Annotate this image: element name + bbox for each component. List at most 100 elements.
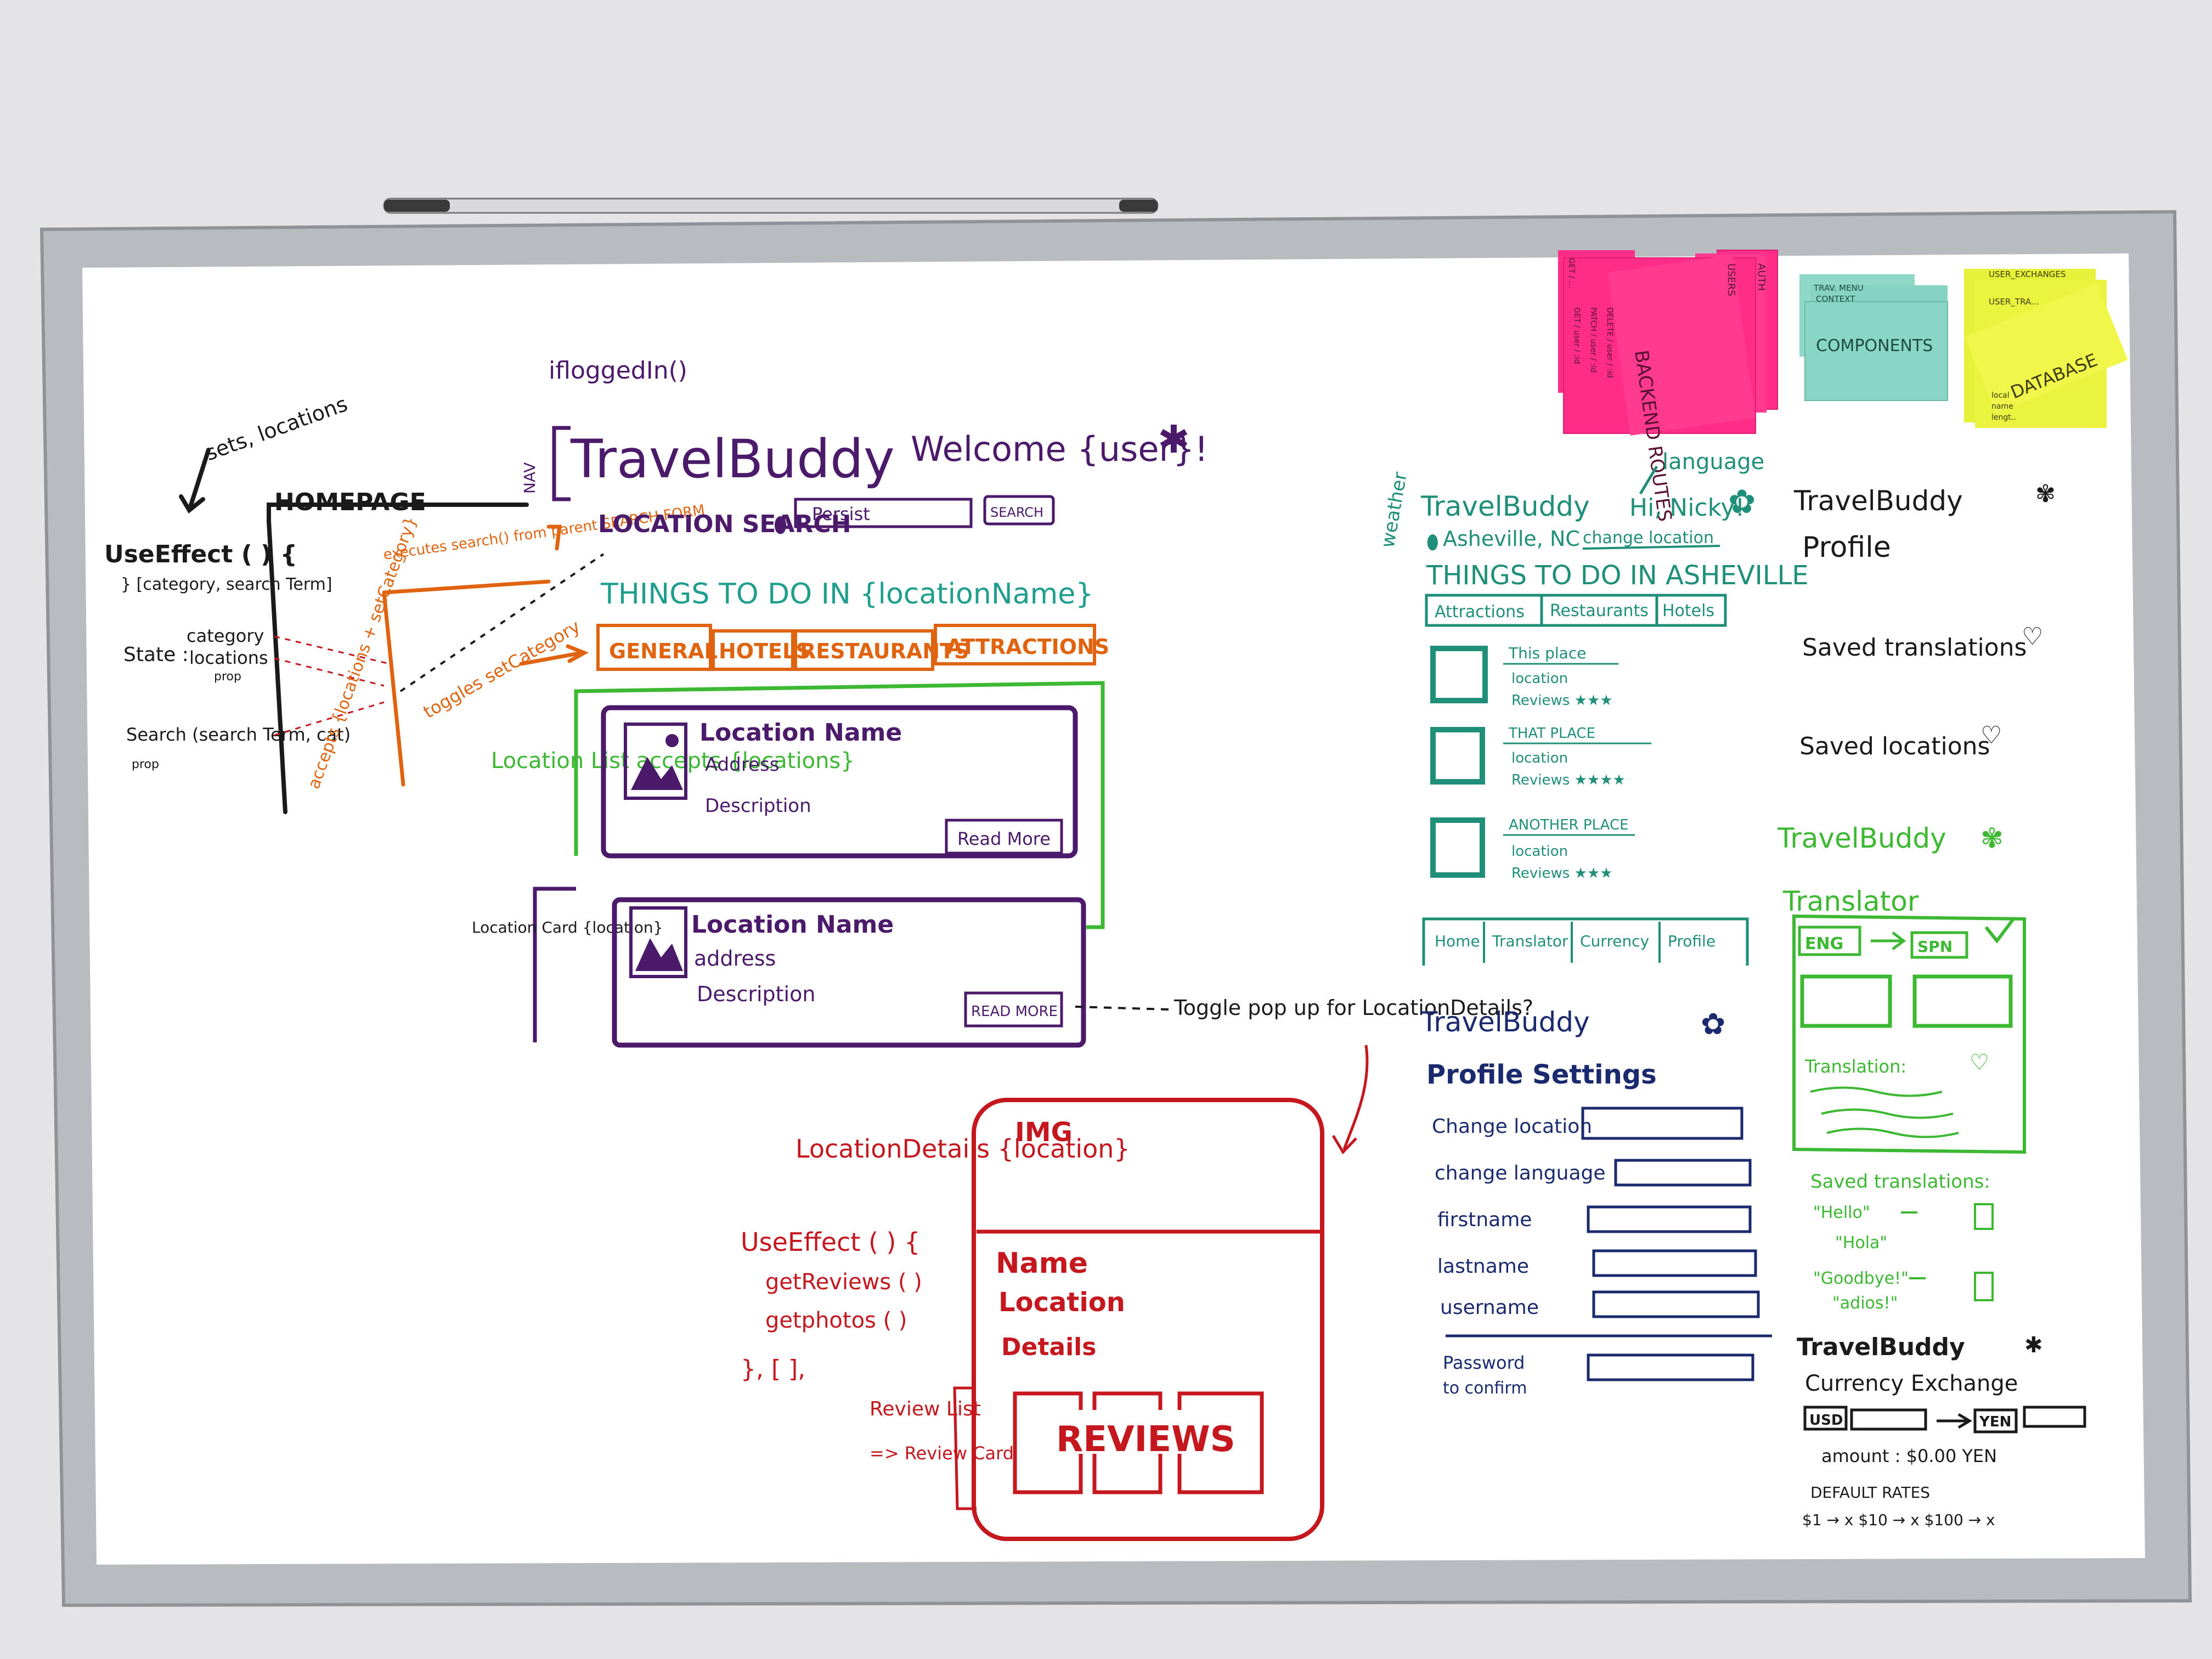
trash-icon[interactable] bbox=[1974, 1272, 1994, 1301]
nav-home[interactable]: Home bbox=[1435, 932, 1480, 950]
target-text-box[interactable] bbox=[1912, 974, 2013, 1028]
currency-amount: amount : $0.00 YEN bbox=[1821, 1446, 1997, 1466]
flower-icon: ✿ bbox=[1701, 1007, 1725, 1041]
location-card-2: Location Name address Description READ M… bbox=[612, 897, 1086, 1048]
backend-auth: AUTH bbox=[1756, 263, 1767, 291]
homepage-label: HOMEPAGE bbox=[274, 488, 426, 516]
profile-settings-wireframe: TravelBuddy ✿ Profile Settings Change lo… bbox=[1420, 1006, 1772, 1398]
state-prop: prop bbox=[214, 670, 241, 684]
field-label-username: username bbox=[1440, 1296, 1539, 1319]
location-list-container bbox=[574, 681, 1105, 929]
settings-title: Profile Settings bbox=[1426, 1059, 1657, 1090]
to-currency-select[interactable] bbox=[1973, 1408, 2018, 1434]
details-location: Location bbox=[998, 1287, 1125, 1318]
change-location-link[interactable]: change location bbox=[1583, 528, 1714, 548]
image-placeholder-icon bbox=[629, 906, 687, 978]
mobile-things-title: THINGS TO DO IN ASHEVILLE bbox=[1426, 560, 1809, 591]
card-2-read-more-label: READ MORE bbox=[971, 1003, 1058, 1020]
details-get-reviews: getReviews ( ) bbox=[765, 1269, 922, 1295]
search-prop: prop bbox=[132, 758, 159, 771]
use-effect-deps: } [category, search Term] bbox=[121, 575, 332, 594]
database-small-2: USER_TRA... bbox=[1989, 297, 2039, 307]
translation-label: Translation: bbox=[1804, 1056, 1906, 1077]
filter-hotels[interactable]: Hotels bbox=[1662, 601, 1714, 620]
password-label: Password bbox=[1443, 1352, 1525, 1373]
to-language-select[interactable] bbox=[1910, 931, 1968, 959]
details-get-photos: getphotos ( ) bbox=[765, 1308, 907, 1333]
place-2-location: location bbox=[1511, 750, 1568, 766]
search-input-box[interactable] bbox=[794, 498, 973, 528]
check-icon[interactable] bbox=[1984, 918, 2015, 944]
board-surface bbox=[82, 253, 2145, 1565]
card-1-read-more-button[interactable] bbox=[945, 819, 1063, 855]
toggle-note-line: Toggle pop up for LocationDetails? bbox=[1173, 996, 1533, 1020]
search-button[interactable] bbox=[983, 495, 1055, 526]
password-input[interactable] bbox=[1587, 1353, 1754, 1381]
trash-icon[interactable] bbox=[1974, 1203, 1994, 1230]
field-input-lastname[interactable] bbox=[1592, 1249, 1757, 1277]
asterisk-icon: ✱ bbox=[2024, 1333, 2043, 1358]
database-small-3: local bbox=[1991, 391, 2010, 400]
password-sublabel: to confirm bbox=[1443, 1379, 1527, 1398]
tab-hotels[interactable] bbox=[712, 629, 794, 671]
flower-icon: ✾ bbox=[1980, 822, 2004, 854]
profile-saved-locations[interactable]: Saved locations bbox=[1799, 732, 1990, 760]
swap-arrow-icon[interactable] bbox=[1871, 932, 1906, 950]
filter-restaurants[interactable]: Restaurants bbox=[1550, 601, 1649, 620]
from-currency-select[interactable] bbox=[1803, 1406, 1848, 1431]
nav-currency[interactable]: Currency bbox=[1580, 932, 1649, 950]
field-input-change-language[interactable] bbox=[1614, 1159, 1752, 1187]
source-text-box[interactable] bbox=[1800, 974, 1892, 1028]
field-label-change-location: Change location bbox=[1432, 1115, 1592, 1138]
search-button-label: SEARCH bbox=[990, 505, 1043, 520]
mountain-icon bbox=[635, 938, 683, 971]
place-1-reviews: Reviews ★★★ bbox=[1511, 692, 1613, 709]
to-amount-input[interactable] bbox=[2023, 1406, 2086, 1428]
heart-icon[interactable]: ♡ bbox=[1980, 721, 2002, 749]
card-1-name: Location Name bbox=[699, 719, 902, 747]
tab-attractions-label: ATTRACTIONS bbox=[946, 635, 1109, 659]
welcome-user: Welcome {user}! bbox=[911, 429, 1208, 469]
from-language-select[interactable] bbox=[1798, 926, 1861, 956]
nav-profile[interactable]: Profile bbox=[1668, 932, 1716, 950]
heart-icon[interactable]: ♡ bbox=[1970, 1050, 1989, 1075]
place-3-location: location bbox=[1511, 843, 1568, 860]
profile-saved-translations[interactable]: Saved translations bbox=[1802, 634, 2027, 662]
tab-general-label: GENERAL bbox=[609, 639, 718, 663]
location-search-label: LOCATION SEARCH bbox=[598, 510, 851, 538]
backend-line-3: DELETE / user / :id bbox=[1605, 307, 1614, 378]
review-list-label: Review List bbox=[870, 1398, 981, 1420]
toggle-arrow bbox=[1342, 1045, 1369, 1150]
profile-title: Profile bbox=[1802, 531, 1891, 564]
nav-translator[interactable]: Translator bbox=[1492, 932, 1568, 950]
field-input-username[interactable] bbox=[1592, 1290, 1760, 1318]
use-effect-black: UseEffect ( ) { bbox=[104, 540, 297, 568]
place-2-thumb bbox=[1430, 727, 1485, 785]
flower-icon: ✾ bbox=[2035, 480, 2056, 508]
translator-logo: TravelBuddy bbox=[1777, 822, 1946, 854]
tab-restaurants[interactable] bbox=[794, 629, 934, 671]
tab-general[interactable] bbox=[596, 624, 712, 671]
place-3-thumb bbox=[1430, 817, 1485, 878]
from-amount-input[interactable] bbox=[1850, 1408, 1927, 1431]
heart-icon[interactable]: ♡ bbox=[2022, 623, 2043, 651]
black-notes-lines bbox=[179, 448, 529, 814]
marker-on-frame bbox=[383, 198, 1159, 214]
database-small-4: name bbox=[1991, 402, 2013, 411]
field-input-firstname[interactable] bbox=[1587, 1205, 1752, 1233]
filter-attractions[interactable]: Attractions bbox=[1435, 602, 1525, 622]
to-language-value: SPN bbox=[1917, 938, 1953, 956]
field-input-change-location[interactable] bbox=[1581, 1107, 1743, 1140]
database-small-1: USER_EXCHANGES bbox=[1989, 269, 2066, 280]
dashed-state-links bbox=[274, 635, 390, 736]
category-tabs: GENERAL HOTELS RESTAURANTS ATTRACTIONS bbox=[596, 624, 1109, 671]
backend-users: USERS bbox=[1725, 263, 1737, 296]
currency-title: Currency Exchange bbox=[1805, 1371, 2018, 1396]
card-2-description: Description bbox=[697, 982, 815, 1006]
tab-attractions[interactable] bbox=[934, 624, 1096, 665]
details-effect-close: }, [ ], bbox=[741, 1355, 805, 1383]
state-locations: locations bbox=[189, 647, 268, 668]
mountain-icon bbox=[631, 757, 683, 790]
card-2-read-more-button[interactable] bbox=[964, 991, 1063, 1028]
place-1-name: This place bbox=[1508, 644, 1586, 662]
